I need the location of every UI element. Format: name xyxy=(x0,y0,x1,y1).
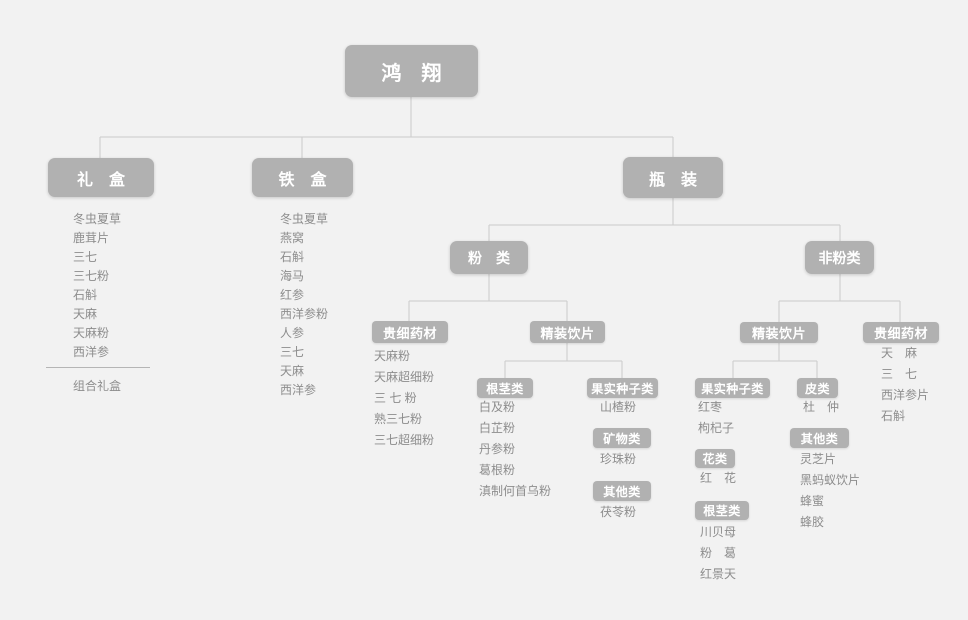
list-item: 天麻粉 xyxy=(374,349,411,363)
gift-box-node: 礼 盒 xyxy=(48,158,154,197)
list-item: 白及粉 xyxy=(479,400,516,414)
list-item: 石斛 xyxy=(280,250,305,264)
powder-precious-node: 贵细药材 xyxy=(372,321,448,343)
powder-mineral-item-list: 珍珠粉 xyxy=(600,449,636,470)
list-item: 蜂蜜 xyxy=(800,494,825,508)
list-item: 山楂粉 xyxy=(600,400,637,414)
list-item: 燕窝 xyxy=(280,231,305,245)
list-item: 冬虫夏草 xyxy=(280,212,329,226)
list-item: 天麻超细粉 xyxy=(374,370,435,384)
list-item: 西洋参 xyxy=(280,383,317,397)
list-item: 西洋参 xyxy=(73,345,110,359)
powder-other-node: 其他类 xyxy=(593,481,651,501)
list-item: 西洋参片 xyxy=(881,388,930,402)
list-item: 鹿茸片 xyxy=(73,231,110,245)
list-item: 红枣 xyxy=(698,400,723,414)
gift-box-combo: 组合礼盒 xyxy=(73,379,122,393)
non-powder-other-node: 其他类 xyxy=(790,428,849,448)
list-item: 三七超细粉 xyxy=(374,433,435,447)
list-item: 人参 xyxy=(280,326,305,340)
list-item: 灵芝片 xyxy=(800,452,837,466)
non-powder-bark-node: 皮类 xyxy=(797,378,838,398)
list-item: 三 七 粉 xyxy=(374,391,417,405)
powder-root-stem-item-list: 白及粉白芷粉丹参粉葛根粉滇制何首乌粉 xyxy=(479,397,551,502)
list-item: 天麻 xyxy=(73,307,98,321)
list-item: 三 七 xyxy=(881,367,918,381)
list-item: 滇制何首乌粉 xyxy=(479,484,552,498)
powder-mineral-node: 矿物类 xyxy=(593,428,651,448)
list-item: 天 麻 xyxy=(881,346,918,360)
list-item: 天麻粉 xyxy=(73,326,110,340)
list-item: 茯苓粉 xyxy=(600,505,637,519)
list-item: 红 花 xyxy=(700,471,737,485)
list-item: 三七 xyxy=(280,345,305,359)
powder-node: 粉 类 xyxy=(450,241,528,274)
non-powder-flower-item-list: 红 花 xyxy=(700,468,736,489)
list-item: 珍珠粉 xyxy=(600,452,637,466)
tin-box-item-list: 冬虫夏草燕窝石斛海马红参西洋参粉人参三七天麻西洋参 xyxy=(280,210,328,400)
root-node: 鸿 翔 xyxy=(345,45,478,97)
non-powder-bark-item-list: 杜 仲 xyxy=(803,397,839,418)
powder-premium-node: 精装饮片 xyxy=(530,321,605,343)
non-powder-root-stem-node: 根茎类 xyxy=(695,501,749,520)
list-item: 红景天 xyxy=(700,567,737,581)
non-powder-premium-node: 精装饮片 xyxy=(740,322,818,343)
list-item: 丹参粉 xyxy=(479,442,516,456)
powder-precious-item-list: 天麻粉天麻超细粉三 七 粉熟三七粉三七超细粉 xyxy=(374,346,434,451)
list-item: 杜 仲 xyxy=(803,400,840,414)
list-item: 三七 xyxy=(73,250,98,264)
list-item: 三七粉 xyxy=(73,269,110,283)
non-powder-root-stem-item-list: 川贝母粉 葛红景天 xyxy=(700,522,736,585)
gift-box-divider xyxy=(46,367,150,368)
list-item: 白芷粉 xyxy=(479,421,516,435)
list-item: 枸杞子 xyxy=(698,421,735,435)
powder-fruit-seed-node: 果实种子类 xyxy=(587,378,658,398)
list-item: 黑蚂蚁饮片 xyxy=(800,473,861,487)
non-powder-fruit-seed-node: 果实种子类 xyxy=(695,378,770,398)
list-item: 红参 xyxy=(280,288,305,302)
gift-box-item-list: 冬虫夏草鹿茸片三七三七粉石斛天麻天麻粉西洋参 xyxy=(73,210,121,362)
powder-root-stem-node: 根茎类 xyxy=(477,378,533,398)
list-item: 川贝母 xyxy=(700,525,737,539)
list-item: 蜂胶 xyxy=(800,515,825,529)
non-powder-precious-item-list: 天 麻三 七西洋参片石斛 xyxy=(881,343,929,427)
list-item: 石斛 xyxy=(73,288,98,302)
non-powder-flower-node: 花类 xyxy=(695,449,735,468)
non-powder-node: 非粉类 xyxy=(805,241,874,274)
non-powder-precious-node: 贵细药材 xyxy=(863,322,939,343)
list-item: 粉 葛 xyxy=(700,546,737,560)
list-item: 熟三七粉 xyxy=(374,412,423,426)
tin-box-node: 铁 盒 xyxy=(252,158,353,197)
list-item: 葛根粉 xyxy=(479,463,516,477)
bottled-node: 瓶 装 xyxy=(623,157,723,198)
powder-other-item-list: 茯苓粉 xyxy=(600,502,636,523)
non-powder-fruit-seed-item-list: 红枣枸杞子 xyxy=(698,397,734,439)
powder-fruit-seed-item-list: 山楂粉 xyxy=(600,397,636,418)
list-item: 石斛 xyxy=(881,409,906,423)
list-item: 冬虫夏草 xyxy=(73,212,122,226)
list-item: 西洋参粉 xyxy=(280,307,329,321)
list-item: 海马 xyxy=(280,269,305,283)
non-powder-other-item-list: 灵芝片黑蚂蚁饮片蜂蜜蜂胶 xyxy=(800,449,860,533)
list-item: 天麻 xyxy=(280,364,305,378)
